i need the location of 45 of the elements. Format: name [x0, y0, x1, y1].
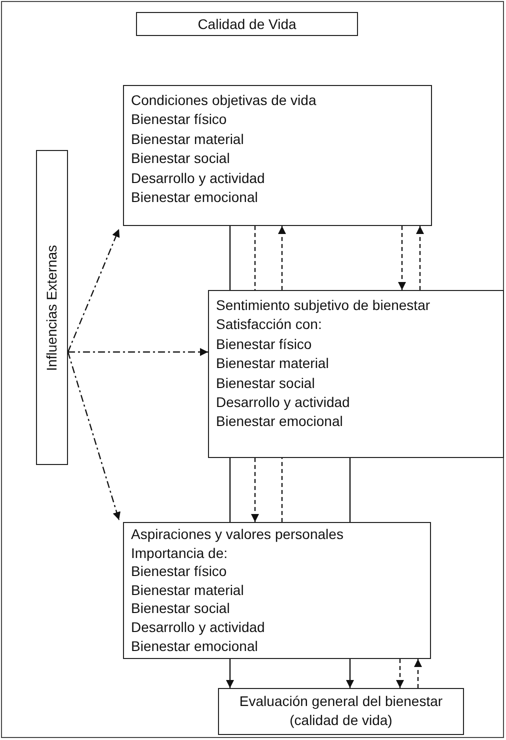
node-text: Bienestar material — [131, 130, 245, 149]
node-text: Bienestar físico — [216, 334, 313, 354]
node-heading: Evaluación general del bienestar (calidad de vida) — [238, 692, 444, 730]
node-text: Bienestar social — [216, 374, 316, 393]
arrow — [226, 659, 234, 688]
node-text: Desarrollo y actividad — [131, 168, 266, 188]
connector-line — [229, 226, 231, 290]
connector-line — [281, 458, 283, 522]
node-heading: Aspiraciones y valores personales — [131, 525, 344, 544]
node-text: Desarrollo y actividad — [216, 393, 351, 412]
node-text: Bienestar material — [216, 354, 330, 374]
arrow — [346, 659, 354, 688]
arrow — [278, 226, 286, 290]
process-box — [123, 85, 432, 226]
node-heading: Condiciones objetivas de vida — [131, 91, 318, 110]
node-text: Bienestar social — [131, 149, 231, 168]
connector-line — [349, 458, 351, 522]
arrow — [67, 228, 120, 352]
node-text: Bienestar social — [131, 599, 231, 618]
node-text: Bienestar material — [131, 580, 245, 600]
node-heading: Calidad de Vida — [196, 15, 298, 34]
node-text: Bienestar emocional — [216, 412, 344, 432]
arrow — [416, 226, 424, 290]
connector-line — [254, 226, 256, 290]
result-box — [218, 688, 464, 735]
arrow — [414, 659, 422, 688]
connector-line — [229, 458, 231, 522]
node-text: Satisfacción con: — [216, 315, 323, 334]
side-box — [36, 150, 68, 465]
node-text: Desarrollo y actividad — [131, 618, 266, 637]
title-box — [136, 12, 358, 36]
node-text: Bienestar físico — [131, 562, 228, 581]
node-text: Bienestar físico — [131, 110, 228, 130]
node-text: Bienestar emocional — [131, 188, 259, 208]
arrow — [396, 659, 404, 688]
arrow — [68, 348, 208, 356]
process-box — [208, 290, 504, 458]
process-box — [123, 522, 431, 659]
arrow — [251, 458, 259, 522]
node-heading: Sentimiento subjetivo de bienestar — [216, 296, 432, 315]
arrow — [67, 352, 120, 520]
node-text: Importancia de: — [131, 544, 228, 562]
arrow — [398, 226, 406, 290]
node-heading: Influencias Externas — [42, 244, 60, 371]
node-text: Bienestar emocional — [131, 636, 259, 656]
